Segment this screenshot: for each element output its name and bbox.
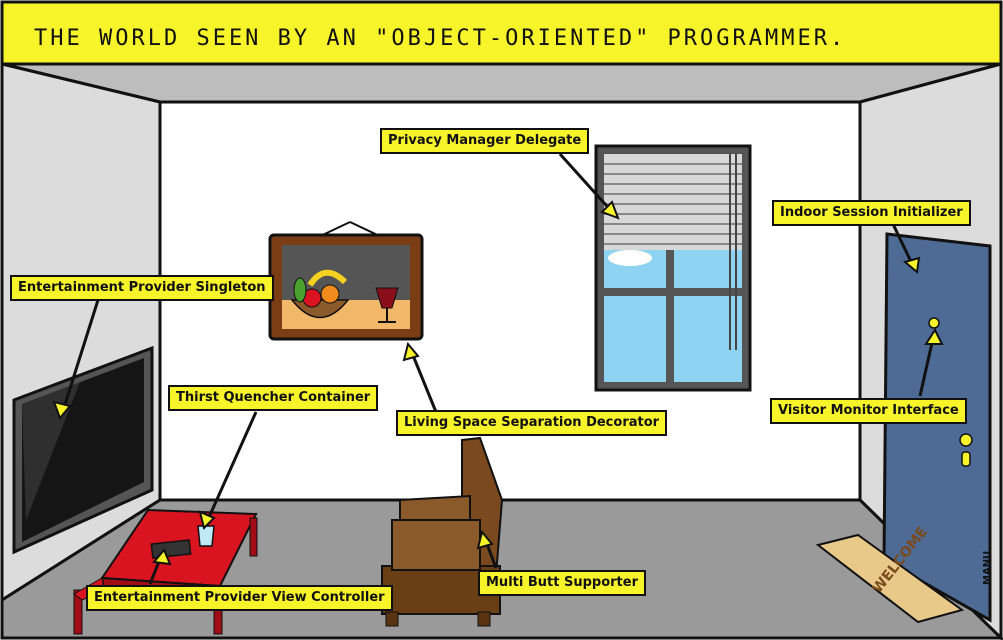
title-banner (0, 0, 1003, 66)
label-indoor-session: Indoor Session Initializer (772, 200, 971, 226)
tv-screen-icon (12, 345, 154, 555)
ceiling (1, 62, 1002, 104)
label-thirst-quencher: Thirst Quencher Container (168, 385, 379, 411)
label-privacy-manager: Privacy Manager Delegate (380, 128, 590, 154)
label-view-controller: Entertainment Provider View Controller (86, 585, 393, 611)
remote-control-icon (150, 539, 192, 559)
label-living-space: Living Space Separation Decorator (396, 410, 668, 436)
comic-title: THE WORLD SEEN BY AN "OBJECT-ORIENTED" P… (34, 26, 847, 51)
window-with-blinds-icon (594, 144, 752, 392)
label-entertainment-singleton: Entertainment Provider Singleton (10, 275, 274, 301)
label-multi-butt: Multi Butt Supporter (478, 570, 646, 596)
door-icon (882, 232, 992, 623)
arrow-thirst (204, 411, 258, 525)
glass-icon (197, 525, 215, 547)
label-visitor-monitor: Visitor Monitor Interface (770, 398, 967, 424)
artist-signature: MANU (982, 550, 993, 585)
sofa-icon (381, 436, 504, 627)
peephole-icon (928, 317, 940, 329)
arrow-living (408, 347, 438, 413)
framed-painting-icon (268, 221, 424, 341)
door-knob-icon (959, 433, 973, 447)
label-arrows (52, 152, 944, 585)
arrow-privacy (558, 152, 616, 216)
back-wall (158, 100, 862, 502)
arrow-entertainment (60, 299, 100, 415)
